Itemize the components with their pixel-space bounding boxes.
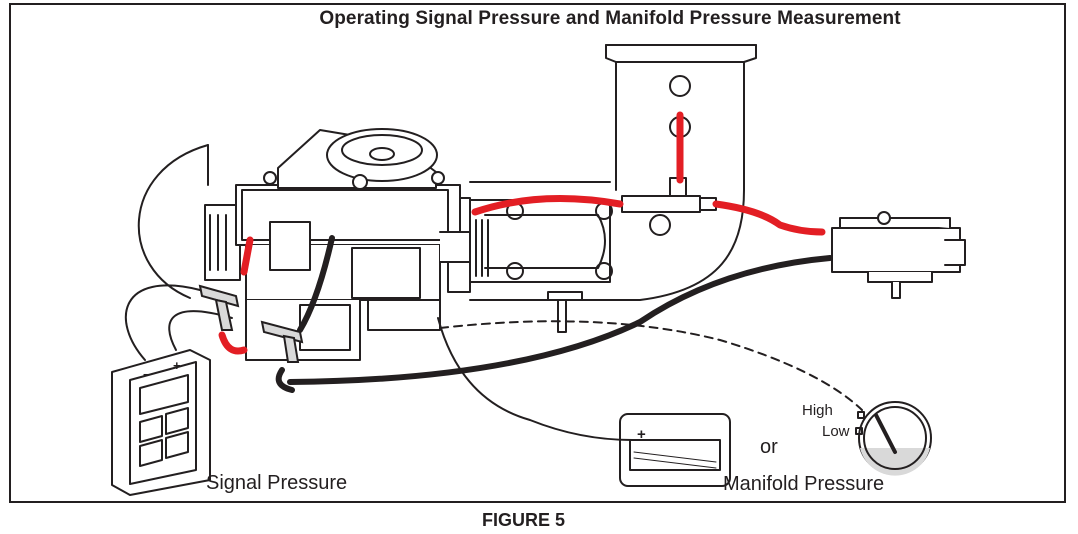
red-tube-valve-2 [218, 331, 248, 355]
gas-valve [204, 128, 471, 361]
black-tube-switch [287, 255, 833, 385]
dial-gauge [855, 401, 932, 476]
high-label: High [802, 402, 833, 419]
manifold-body [447, 197, 613, 333]
blower-housing-arc [137, 144, 209, 299]
vent-tee [621, 177, 717, 213]
meter-hose-neg [124, 284, 201, 361]
digital-manometer [111, 349, 211, 496]
red-tube-valve-1 [240, 236, 254, 276]
red-tubing [218, 111, 826, 355]
hose-tee-1-stem [214, 298, 234, 331]
u-tube-manometer [619, 413, 731, 487]
hose-tees [198, 284, 304, 363]
hose-tee-1 [198, 284, 240, 308]
manometer-plus-label: + [637, 426, 646, 443]
gauge-dashed-hose [439, 320, 863, 411]
burner-box-top [207, 144, 611, 186]
low-label: Low [822, 423, 850, 440]
thin-hoses [124, 284, 863, 441]
meter-hose-pos [168, 310, 233, 351]
red-tube-switch [712, 200, 826, 236]
figure-title: Operating Signal Pressure and Manifold P… [319, 8, 901, 29]
manifold-hose [437, 317, 633, 441]
meter-plus-label: + [173, 358, 181, 373]
meter-minus-label: − [143, 367, 151, 382]
black-tubing [275, 235, 833, 393]
signal-pressure-label: Signal Pressure [206, 472, 348, 494]
figure-caption: FIGURE 5 [481, 510, 565, 530]
black-tube-valve [297, 235, 335, 333]
manifold-pressure-label: Manifold Pressure [723, 473, 885, 495]
or-label: or [760, 436, 778, 458]
red-tube-manifold [471, 195, 624, 216]
pressure-switch [831, 211, 966, 299]
black-tube-elbow [275, 367, 295, 393]
hose-tee-2-stem [282, 334, 300, 363]
